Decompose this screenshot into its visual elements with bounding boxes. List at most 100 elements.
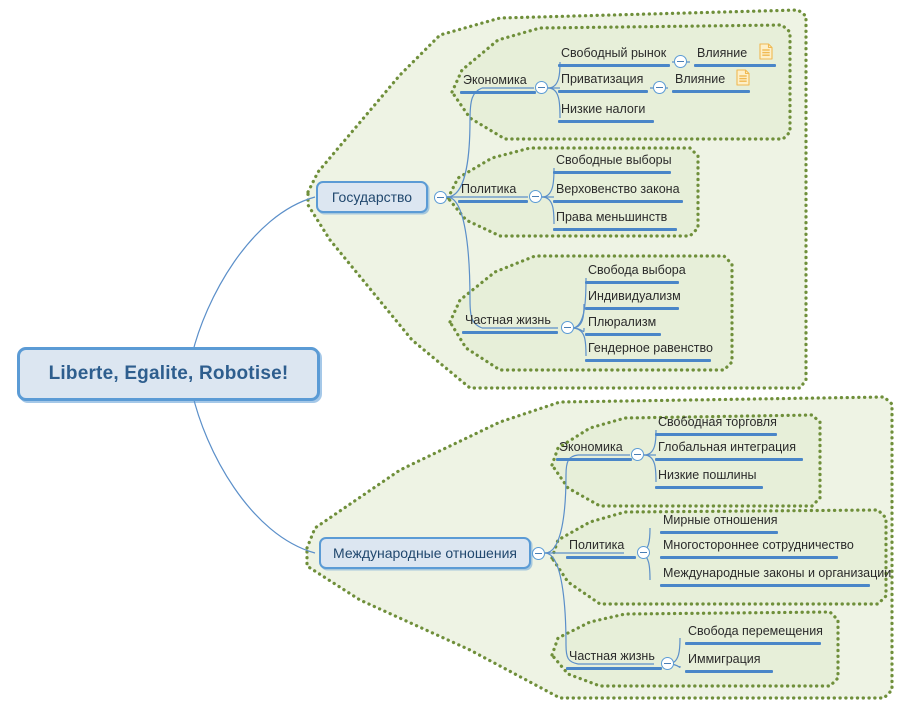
leaf-individualizm[interactable]: Индивидуализм xyxy=(585,289,684,310)
toggle-mezhdunarodnye[interactable] xyxy=(532,547,545,560)
group-mo-chastnaya[interactable]: Частная жизнь xyxy=(566,649,662,670)
leaf-svobodnye-vybory[interactable]: Свободные выборы xyxy=(553,153,675,174)
underline xyxy=(460,91,536,94)
group-mo-ekonomika-label: Экономика xyxy=(559,440,623,454)
group-gos-ekonomika[interactable]: Экономика xyxy=(460,73,536,94)
underline xyxy=(694,64,776,67)
underline xyxy=(685,670,773,673)
leaf-label: Глобальная интеграция xyxy=(658,440,796,454)
group-mo-chastnaya-label: Частная жизнь xyxy=(569,649,655,663)
group-gos-politika-label: Политика xyxy=(461,182,517,196)
leaf-label: Низкие налоги xyxy=(561,102,646,116)
leaf-mezhdunarodnye-zakony[interactable]: Международные законы и организации xyxy=(660,566,894,587)
edge-ch1-gender xyxy=(571,327,587,357)
leaf-plyuralizm[interactable]: Плюрализм xyxy=(585,315,661,336)
leaf-nizkie-nalogi[interactable]: Низкие налоги xyxy=(558,102,654,123)
leaf-label: Мирные отношения xyxy=(663,513,778,527)
leaf-label: Плюрализм xyxy=(588,315,657,329)
underline xyxy=(685,642,821,645)
leaf-immigraciya[interactable]: Иммиграция xyxy=(685,652,773,673)
underline xyxy=(553,200,683,203)
underline xyxy=(585,281,679,284)
root-node[interactable]: Liberte, Egalite, Robotise! xyxy=(17,347,320,401)
underline xyxy=(660,531,778,534)
node-gosudarstvo-label: Государство xyxy=(331,189,413,205)
leaf-label: Свободный рынок xyxy=(561,46,667,60)
underline xyxy=(558,90,648,93)
leaf-svoboda-peremeshcheniya[interactable]: Свобода перемещения xyxy=(685,624,826,645)
leaf-mirnye-otnosheniya[interactable]: Мирные отношения xyxy=(660,513,781,534)
node-gosudarstvo[interactable]: Государство xyxy=(316,181,428,213)
group-mo-ekonomika[interactable]: Экономика xyxy=(556,440,632,461)
edge-gos-to-chastnaya xyxy=(446,196,483,329)
group-gos-chastnaya[interactable]: Частная жизнь xyxy=(462,313,558,334)
edge-ch1-svoboda xyxy=(571,277,587,329)
leaf-globalnaya-integraciya[interactable]: Глобальная интеграция xyxy=(655,440,803,461)
underline xyxy=(585,307,679,310)
toggle-gos-chastnaya[interactable] xyxy=(561,321,574,334)
leaf-svoboda-vybora[interactable]: Свобода выбора xyxy=(585,263,689,284)
leaf-label: Индивидуализм xyxy=(588,289,681,303)
leaf-mnogostoronnee-sotrudnichestvo[interactable]: Многостороннее сотрудничество xyxy=(660,538,857,559)
underline xyxy=(458,200,528,203)
toggle-mo-chastnaya[interactable] xyxy=(661,657,674,670)
leaf-vliyanie-1[interactable]: Влияние xyxy=(694,46,776,67)
toggle-mo-ekonomika[interactable] xyxy=(631,448,644,461)
leaf-label: Свободная торговля xyxy=(658,415,777,429)
leaf-label: Низкие пошлины xyxy=(658,468,757,482)
group-gos-politika[interactable]: Политика xyxy=(458,182,528,203)
leaf-label: Приватизация xyxy=(561,72,644,86)
edge-root-mezhdunarodnye xyxy=(191,391,316,554)
underline xyxy=(566,556,636,559)
leaf-label: Международные законы и организации xyxy=(663,566,892,580)
underline xyxy=(558,120,654,123)
toggle-gos-ekonomika[interactable] xyxy=(535,81,548,94)
underline xyxy=(558,64,670,67)
node-mezhdunarodnye[interactable]: Международные отношения xyxy=(319,537,531,569)
toggle-gos-politika[interactable] xyxy=(529,190,542,203)
leaf-label: Влияние xyxy=(697,46,748,60)
underline xyxy=(553,228,677,231)
leaf-label: Многостороннее сотрудничество xyxy=(663,538,854,552)
leaf-label: Права меньшинств xyxy=(556,210,668,224)
leaf-svobodnyy-rynok[interactable]: Свободный рынок xyxy=(558,46,670,67)
group-gos-ekonomika-label: Экономика xyxy=(463,73,527,87)
underline xyxy=(556,458,632,461)
leaf-label: Свободные выборы xyxy=(556,153,672,167)
leaf-svobodnaya-torgovlya[interactable]: Свободная торговля xyxy=(655,415,780,436)
leaf-prava-menshinstv[interactable]: Права меньшинств xyxy=(553,210,677,231)
leaf-label: Верховенство закона xyxy=(556,182,680,196)
edge-mo-to-chastnaya xyxy=(544,552,579,665)
group-mo-politika[interactable]: Политика xyxy=(566,538,636,559)
underline xyxy=(660,556,838,559)
underline xyxy=(585,359,711,362)
edge-root-gosudarstvo xyxy=(191,196,316,356)
underline xyxy=(566,667,662,670)
toggle-privatizaciya[interactable] xyxy=(653,81,666,94)
leaf-vliyanie-2[interactable]: Влияние xyxy=(672,72,750,93)
underline xyxy=(462,331,558,334)
note-icon[interactable] xyxy=(759,43,773,60)
leaf-label: Гендерное равенство xyxy=(588,341,713,355)
underline xyxy=(553,171,671,174)
leaf-verhovenstvo-zakona[interactable]: Верховенство закона xyxy=(553,182,683,203)
leaf-privatizaciya[interactable]: Приватизация xyxy=(558,72,648,93)
node-mezhdunarodnye-label: Международные отношения xyxy=(333,545,517,561)
toggle-gosudarstvo[interactable] xyxy=(434,191,447,204)
group-mo-politika-label: Политика xyxy=(569,538,625,552)
underline xyxy=(655,433,777,436)
underline xyxy=(672,90,750,93)
toggle-mo-politika[interactable] xyxy=(637,546,650,559)
leaf-label: Влияние xyxy=(675,72,726,86)
underline xyxy=(655,486,763,489)
underline xyxy=(660,584,870,587)
note-icon[interactable] xyxy=(736,69,750,86)
leaf-label: Иммиграция xyxy=(688,652,761,666)
underline xyxy=(655,458,803,461)
edge-gos-to-ekonomika xyxy=(446,87,483,198)
root-node-label: Liberte, Egalite, Robotise! xyxy=(48,363,289,384)
leaf-gendernoe-ravenstvo[interactable]: Гендерное равенство xyxy=(585,341,716,362)
leaf-nizkie-poshliny[interactable]: Низкие пошлины xyxy=(655,468,763,489)
toggle-svobodnyy-rynok[interactable] xyxy=(674,55,687,68)
